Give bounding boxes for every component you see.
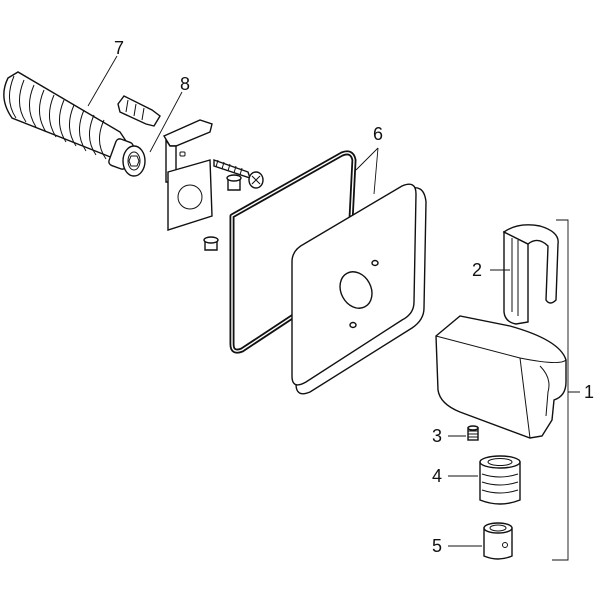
leader-lines	[87, 55, 580, 561]
part-3-grub-screw	[467, 425, 479, 441]
callout-1: 1	[584, 382, 594, 402]
callout-8: 8	[180, 74, 190, 94]
part-7-corrugated-hose	[3, 71, 146, 177]
part-1-wall-outlet	[435, 315, 567, 439]
callout-7: 7	[114, 38, 124, 58]
part-5-connector-nut	[483, 522, 513, 560]
callout-4: 4	[432, 466, 442, 486]
callout-2: 2	[472, 260, 482, 280]
callout-6: 6	[373, 124, 383, 144]
part-6-cover-plate-and-gasket	[229, 150, 427, 395]
part-8-mounting-set	[117, 95, 264, 251]
callout-3: 3	[432, 426, 442, 446]
part-4-threaded-adapter	[479, 455, 521, 505]
part-2-shower-holder	[502, 224, 559, 325]
callout-labels: 7 8 6 2 1 3 4 5	[114, 38, 594, 556]
callout-5: 5	[432, 536, 442, 556]
